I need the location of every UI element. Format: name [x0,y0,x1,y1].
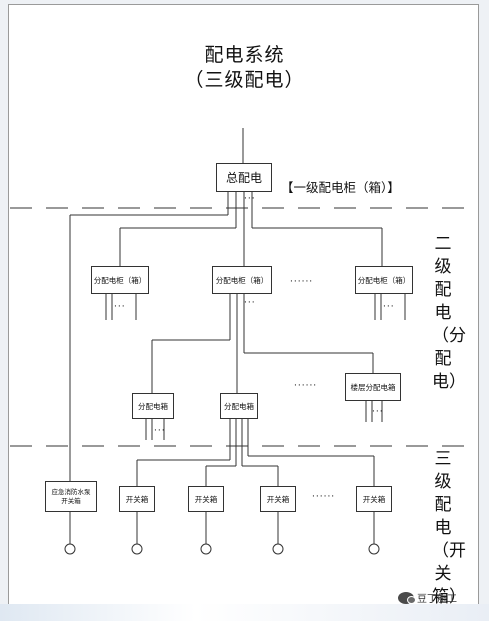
wechat-icon [398,591,416,604]
floor-distribution-box: 楼层分配电箱 [345,373,401,401]
load-circle [64,543,76,555]
level3-label: 三级配电（开关箱） [432,449,466,607]
load-circle [272,543,284,555]
load-circle [200,543,212,555]
ellipsis: ··· [154,426,166,436]
ellipsis: ··· [114,302,126,312]
fire-pump-switch-box: 应急消防水泵 开关箱 [45,481,97,512]
ellipsis: ······ [294,381,318,391]
load-circle [131,543,143,555]
main-distribution-box: 总配电 [216,163,272,192]
distribution-cabinet-right: 分配电柜（箱） [355,266,413,294]
ellipsis: ··· [244,194,256,204]
diagram-title: 配电系统 [204,44,285,66]
ellipsis: ··· [372,407,384,417]
level1-label: 【一级配电柜（箱）】 [281,180,400,195]
distribution-cabinet-middle: 分配电柜（箱） [212,266,272,294]
ellipsis: ··· [383,302,395,312]
brand-watermark: 豆丁施工 [398,590,457,605]
brand-name: 豆丁施工 [417,594,457,605]
load-circle [368,543,380,555]
switch-box: 开关箱 [188,486,224,512]
switch-box: 开关箱 [119,486,155,512]
ellipsis: ······ [290,277,314,287]
diagram-subtitle: （三级配电） [184,69,305,91]
ellipsis: ··· [244,298,256,308]
bottom-strip [0,604,489,621]
fire-pump-label-line2: 开关箱 [61,496,81,505]
fire-pump-label-line1: 应急消防水泵 [51,487,91,496]
distribution-box-middle: 分配电箱 [220,393,258,419]
level2-label: 二级配电（分配电） [432,234,466,392]
distribution-cabinet-left: 分配电柜（箱） [91,266,149,294]
switch-box: 开关箱 [356,486,392,512]
distribution-box-left: 分配电箱 [132,393,174,419]
switch-box: 开关箱 [260,486,296,512]
ellipsis: ······ [312,492,336,502]
